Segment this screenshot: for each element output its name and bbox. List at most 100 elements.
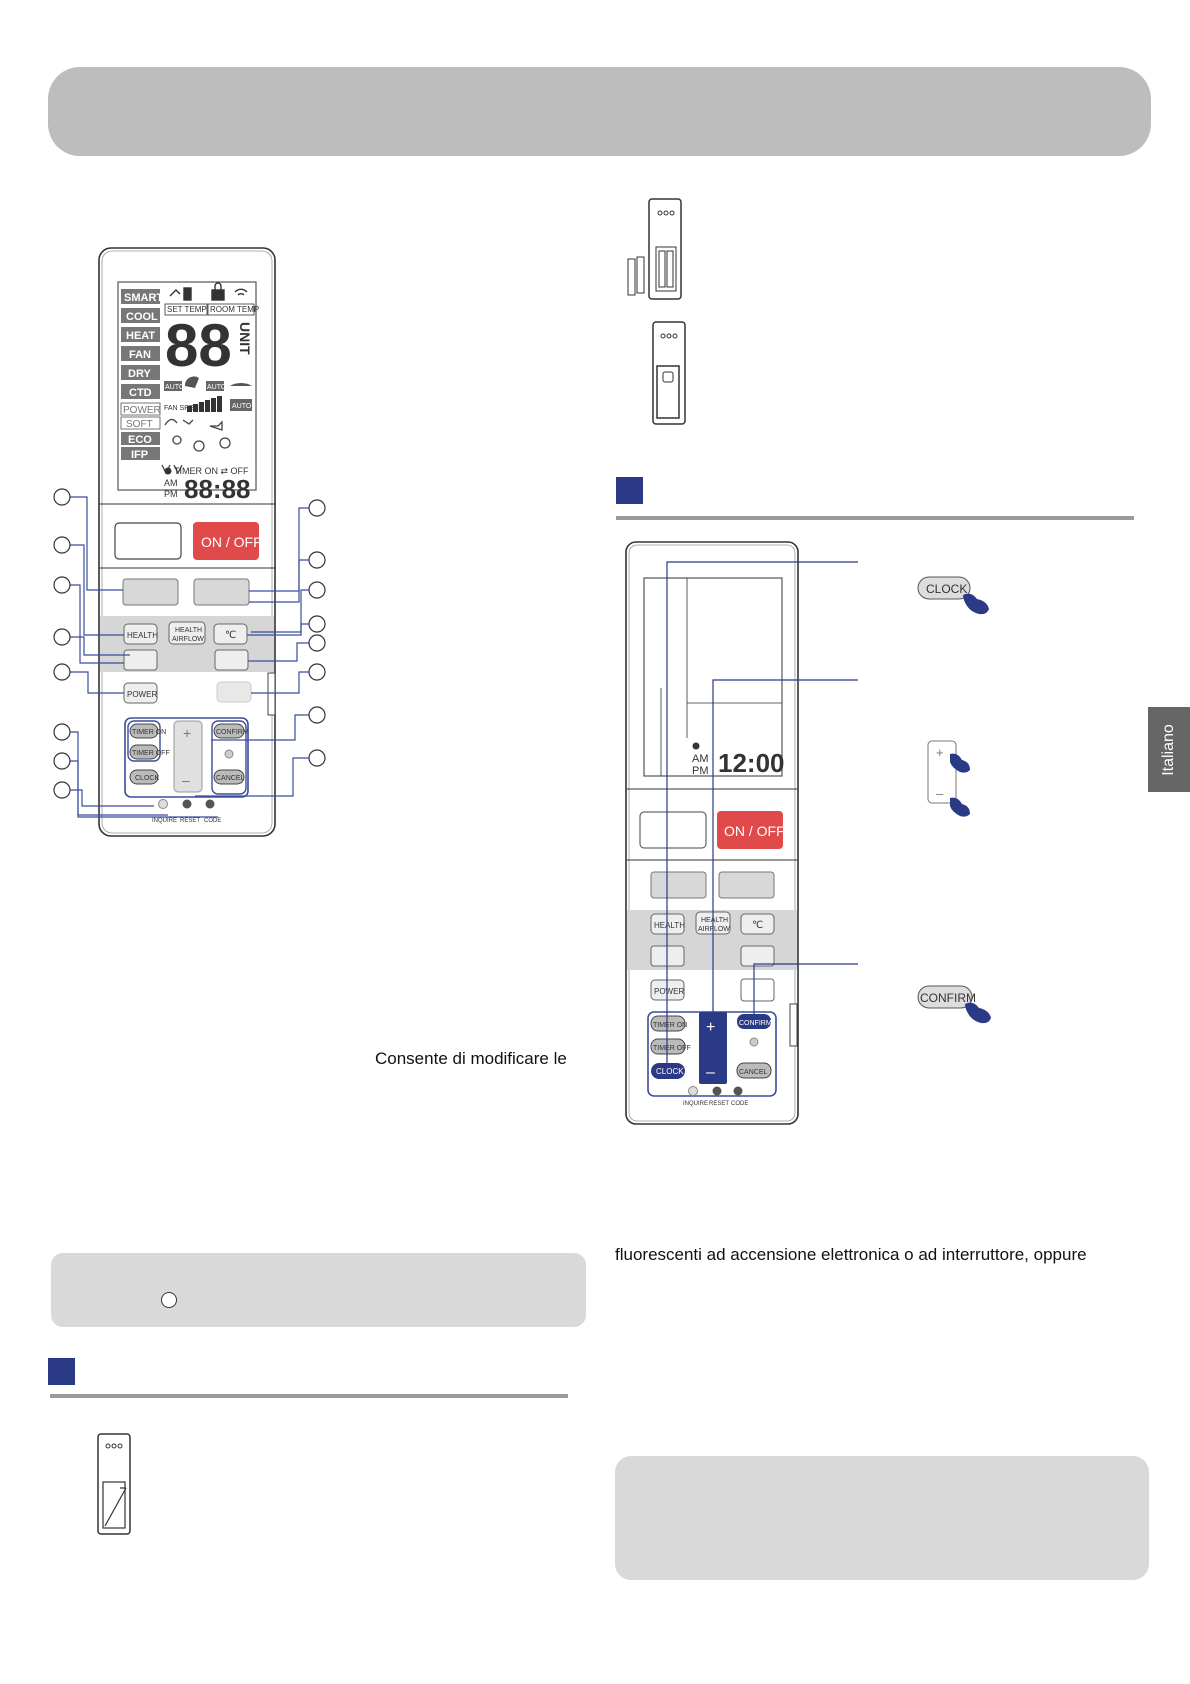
clock-remote-cancel[interactable]	[736, 1062, 772, 1079]
clock-remote-celsius[interactable]	[740, 913, 775, 935]
timer-on-button[interactable]	[129, 723, 159, 739]
reset-pinhole[interactable]	[182, 799, 192, 809]
timer-off-label: TIMER OFF	[132, 750, 170, 757]
health-airflow-label-2: AIRFLOW	[172, 636, 204, 643]
lcd-am: AM	[164, 478, 178, 488]
clock-remote-pointer-lines	[666, 561, 858, 1068]
language-tab[interactable]: Italiano	[1148, 707, 1190, 792]
text-fluorescent: fluorescenti ad accensione elettronica o…	[615, 1245, 1087, 1264]
lcd-ifp: IFP	[131, 449, 148, 461]
power-label: POWER	[127, 690, 157, 699]
health-airflow-label-1: HEALTH	[175, 627, 202, 634]
text-modify: Consente di modificare le	[375, 1049, 567, 1068]
clock-remote-timer-off-label: TIMER OFF	[653, 1045, 691, 1052]
clock-remote-confirm-highlight[interactable]	[737, 1014, 771, 1029]
clock-remote-plus: +	[706, 1019, 715, 1036]
clock-remote-timer-off[interactable]	[650, 1038, 686, 1055]
clock-remote-timer-on[interactable]	[650, 1015, 686, 1032]
clock-setting-remote: AM PM 12:00 ON / OFF HEALTH HEALTH AIRFL…	[625, 541, 858, 1125]
clock-remote-cancel-label: CANCEL	[739, 1069, 768, 1076]
lcd-mode-cool: COOL	[126, 311, 158, 323]
lcd-mode-dry: DRY	[128, 368, 151, 380]
clock-remote-blank-a[interactable]	[650, 871, 707, 899]
confirm-callout-label: CONFIRM	[920, 991, 976, 1005]
blank-button-b[interactable]	[193, 578, 250, 606]
lcd-pm: PM	[164, 489, 178, 499]
adjust-plus: +	[183, 725, 191, 741]
lcd-mode-fan: FAN	[129, 349, 151, 361]
health-airflow-button[interactable]	[168, 621, 206, 645]
lcd-fan-speed: FAN SPEED	[164, 405, 203, 412]
blank-button-d[interactable]	[214, 649, 249, 671]
lcd-eco: ECO	[128, 434, 152, 446]
clock-remote-confirm-label: CONFIRM	[739, 1020, 772, 1027]
health-button[interactable]	[123, 623, 158, 645]
on-off-button[interactable]	[193, 522, 259, 560]
clock-remote-health-label: HEALTH	[654, 921, 685, 930]
lcd-timer: TIMER ON ⇄ OFF	[174, 466, 249, 476]
clock-remote-minus: –	[706, 1064, 715, 1081]
pointing-hand-icon	[963, 593, 989, 615]
confirm-callout: CONFIRM	[917, 984, 1007, 1024]
lcd-auto-2: AUTO	[207, 384, 227, 391]
lcd-big-digits: 88	[165, 312, 232, 379]
confirm-button[interactable]	[213, 723, 245, 739]
clock-remote-blank-left[interactable]	[639, 811, 707, 849]
celsius-button[interactable]	[213, 623, 248, 645]
clock-remote-grid-lines	[660, 578, 782, 776]
cancel-button[interactable]	[213, 769, 245, 785]
note-box-left	[51, 1253, 586, 1327]
pointing-hand-icon-down	[950, 797, 970, 817]
clock-remote-code: CODE	[731, 1101, 748, 1107]
lcd-mode-smart: SMART	[124, 292, 163, 304]
pointing-hand-icon-confirm	[965, 1002, 991, 1024]
callout-lines-left	[70, 496, 218, 818]
battery-insert-illustration	[627, 198, 682, 300]
clock-lcd-time: 12:00	[718, 748, 785, 778]
lcd-auto-1: AUTO	[165, 384, 185, 391]
lcd-soft: SOFT	[126, 419, 153, 430]
lcd-mode-heat: HEAT	[126, 330, 155, 342]
clock-remote-ha-1: HEALTH	[701, 917, 728, 924]
lcd-mode-ctd: CTD	[129, 387, 152, 399]
lcd-room-temp: ROOM TEMP	[210, 305, 259, 314]
note-box-right	[615, 1456, 1149, 1580]
clock-remote-clock-highlight[interactable]	[651, 1063, 685, 1079]
clock-callout-label: CLOCK	[926, 582, 967, 596]
lcd-power: POWER	[123, 405, 161, 416]
code-label: CODE	[204, 818, 221, 824]
callout-circles-left	[53, 488, 71, 799]
callout-lines-right	[195, 507, 309, 797]
blank-button-e[interactable]	[216, 681, 252, 703]
lcd-auto-3: AUTO	[232, 403, 252, 410]
clock-remote-blank-d[interactable]	[740, 945, 775, 967]
clock-lcd-pm: PM	[692, 765, 709, 777]
lcd-unit: UNIT	[237, 322, 253, 355]
remote-battery-cover-illustration	[97, 1433, 131, 1535]
clock-remote-ha-2: AIRFLOW	[698, 926, 730, 933]
remote-diagram: SMART COOL HEAT FAN DRY CTD SET TEMP ROO…	[53, 247, 326, 837]
blank-button-c[interactable]	[123, 649, 158, 671]
code-pinhole[interactable]	[205, 799, 215, 809]
clock-remote-on-off[interactable]	[717, 811, 783, 849]
celsius-label: ℃	[225, 630, 236, 641]
clock-remote-power-label: POWER	[654, 987, 684, 996]
clock-remote-adjust-highlight[interactable]	[699, 1012, 727, 1084]
timer-off-button[interactable]	[129, 744, 159, 760]
blank-button-a[interactable]	[122, 578, 179, 606]
clock-lcd-am: AM	[692, 753, 709, 765]
clock-remote-blank-b[interactable]	[718, 871, 775, 899]
clock-button[interactable]	[129, 769, 159, 785]
lcd-misc-icons	[161, 418, 231, 475]
clock-remote-blank-e[interactable]	[740, 978, 775, 1002]
section-marker-right	[616, 477, 643, 504]
adjust-rocker[interactable]	[173, 720, 203, 793]
clock-callout: CLOCK	[917, 575, 997, 615]
health-label: HEALTH	[127, 631, 158, 640]
plus-minus-callout: + –	[926, 740, 996, 826]
lcd-set-temp: SET TEMP	[167, 305, 207, 314]
battery-closed-illustration	[652, 321, 686, 425]
inquire-pinhole[interactable]	[158, 799, 168, 809]
blank-button-left[interactable]	[114, 522, 182, 560]
callout-minus: –	[936, 786, 944, 801]
